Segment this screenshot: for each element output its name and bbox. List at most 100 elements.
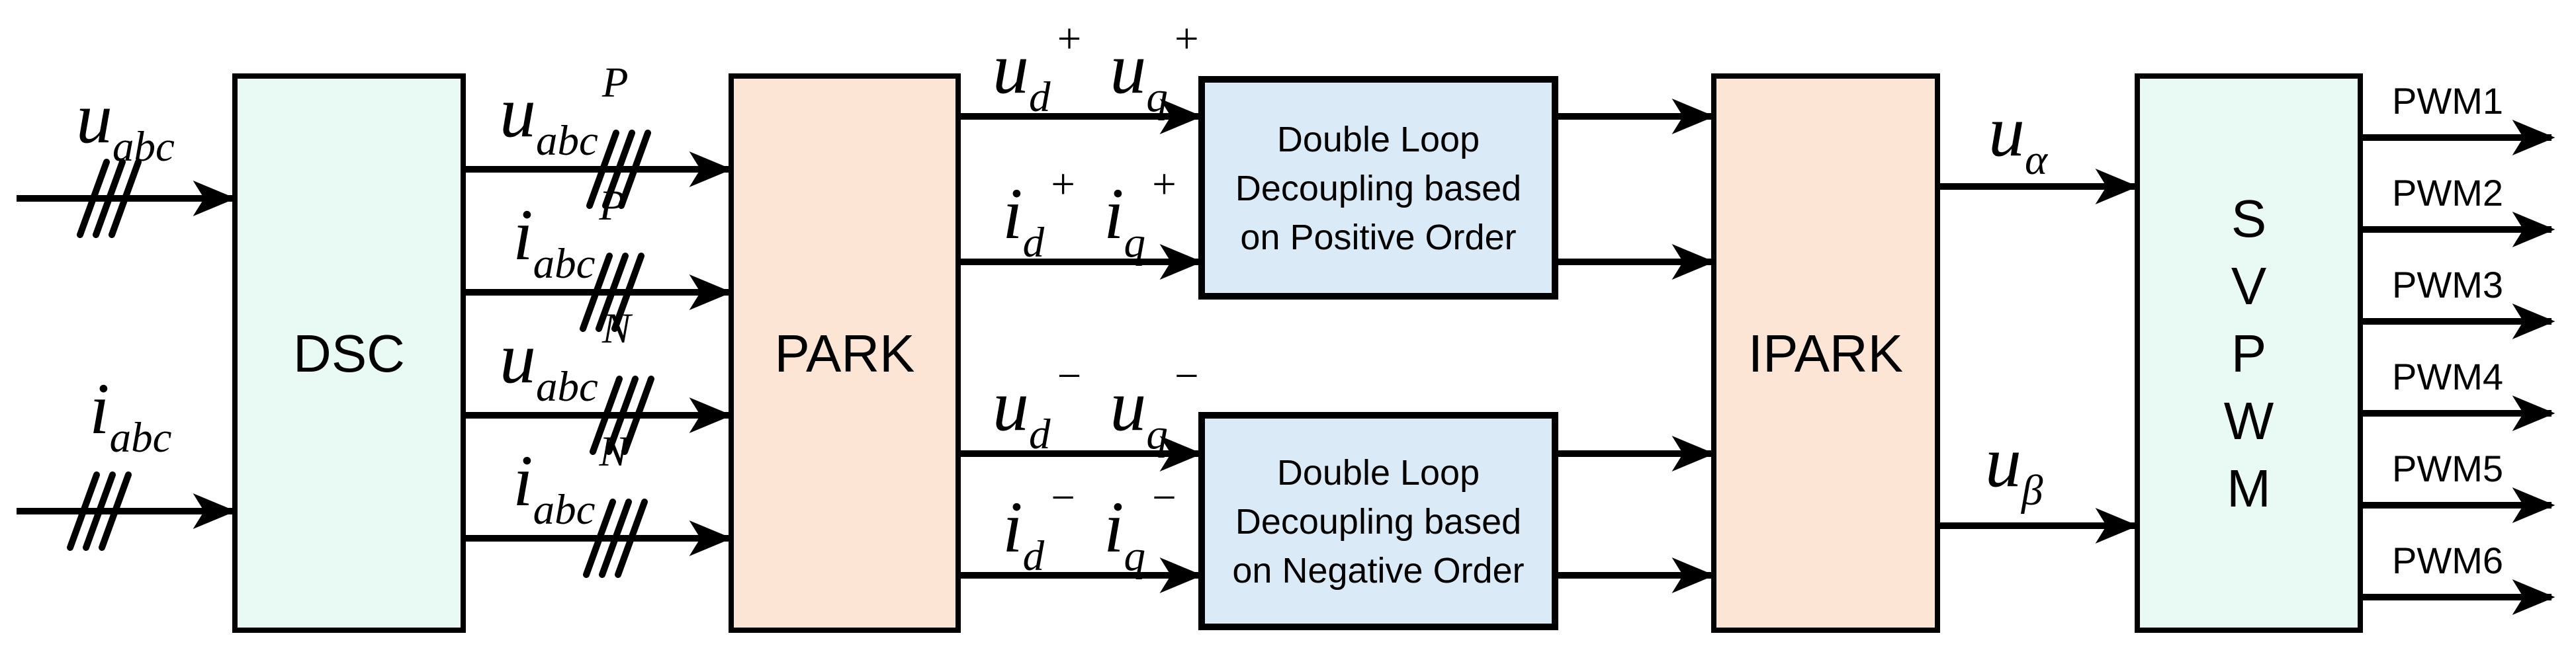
- park-output-idq-pos: id+iq+: [958, 161, 1203, 280]
- math-sub: abc: [110, 414, 172, 462]
- pos-loop-text-line: on Positive Order: [1240, 218, 1516, 257]
- signal-label-udq-pos: ud+uq+: [993, 15, 1201, 121]
- pwm-label-1: PWM1: [2392, 80, 2503, 122]
- math-base: i: [1104, 173, 1124, 254]
- signal-label-i-abc-in: iabc: [89, 368, 172, 462]
- slash-stroke: [109, 159, 142, 238]
- slash-stroke: [621, 376, 654, 455]
- pos-loop-text-line: Double Loop: [1277, 120, 1480, 159]
- math-sub: abc: [536, 363, 598, 411]
- math-sub: q: [1146, 411, 1168, 458]
- slash-stroke: [67, 471, 100, 551]
- svpwm-letter: V: [2231, 257, 2267, 315]
- signal-label-u-abc-p: uabcP: [500, 59, 629, 165]
- slash-stroke: [580, 253, 613, 332]
- dsc-label: DSC: [293, 324, 405, 383]
- math-sup: −: [1172, 352, 1201, 400]
- math-sup: N: [601, 305, 633, 352]
- pwm-output-pwm4: PWM4: [2360, 356, 2555, 431]
- park-block: PARK: [729, 73, 961, 633]
- slash-stroke: [602, 130, 635, 209]
- pwm-output-pwm6: PWM6: [2360, 540, 2555, 615]
- math-sub: q: [1124, 532, 1146, 580]
- slash-stroke: [583, 499, 616, 578]
- neg-loop-text-line: Double Loop: [1277, 453, 1480, 493]
- signal-label-udq-neg: ud−uq−: [993, 352, 1201, 458]
- svpwm-block-rect: [2135, 73, 2363, 633]
- slash-stroke: [599, 499, 632, 578]
- slash-stroke: [596, 253, 629, 332]
- slash-stroke: [586, 130, 619, 209]
- dsc-output-i-abc-p: iabcP: [463, 182, 733, 332]
- signal-label-idq-pos: id+iq+: [1002, 161, 1178, 266]
- math-base: u: [76, 77, 112, 158]
- three-phase-bus-slash-icon: [590, 376, 654, 455]
- three-phase-bus-slash-icon: [583, 499, 648, 578]
- svpwm-letter: M: [2227, 459, 2271, 518]
- park-output-idq-neg: id−iq−: [958, 474, 1203, 593]
- neg-loop-text-line: Decoupling based: [1235, 502, 1521, 542]
- dsc-block-rect: [232, 73, 466, 633]
- math-sup: −: [1048, 474, 1077, 522]
- input-signal-u-abc-in: uabc: [17, 77, 236, 238]
- dsc-output-u-abc-n: uabcN: [463, 305, 733, 455]
- park-block-rect: [729, 73, 961, 633]
- math-base: i: [513, 194, 533, 275]
- pwm-label-2: PWM2: [2392, 172, 2503, 214]
- park-label: PARK: [775, 324, 915, 383]
- signal-label-u-beta: uβ: [1985, 421, 2043, 514]
- math-sub: d: [1023, 532, 1045, 580]
- slash-stroke: [99, 471, 132, 551]
- math-base: u: [993, 365, 1029, 446]
- svpwm-letter: P: [2231, 324, 2266, 383]
- park-output-udq-neg: ud−uq−: [958, 352, 1203, 471]
- pwm-label-6: PWM6: [2392, 540, 2503, 581]
- slash-stroke: [618, 130, 651, 209]
- svpwm-letter: W: [2224, 391, 2274, 450]
- slash-stroke: [605, 376, 639, 455]
- neg-loop-text-line: on Negative Order: [1232, 551, 1524, 591]
- three-phase-bus-slash-icon: [77, 159, 142, 238]
- pwm-output-pwm2: PWM2: [2360, 172, 2555, 247]
- ipark-output-u-beta: uβ: [1937, 421, 2139, 544]
- math-base: u: [993, 28, 1029, 108]
- math-sub: abc: [533, 240, 596, 288]
- math-sup: −: [1149, 474, 1178, 522]
- park-output-udq-pos: ud+uq+: [958, 15, 1203, 134]
- math-sup: +: [1055, 15, 1084, 63]
- ipark-label: IPARK: [1748, 324, 1903, 383]
- signal-label-i-abc-n: iabcN: [513, 428, 630, 534]
- dsc-output-i-abc-n: iabcN: [463, 428, 733, 578]
- math-sub: abc: [536, 117, 598, 165]
- math-sup: −: [1055, 352, 1084, 400]
- math-sub: q: [1146, 73, 1168, 121]
- math-sup: P: [598, 182, 625, 229]
- math-base: u: [1988, 91, 2025, 171]
- slash-stroke: [615, 499, 648, 578]
- three-phase-bus-slash-icon: [580, 253, 644, 332]
- math-base: u: [500, 71, 536, 152]
- input-signal-i-abc-in: iabc: [17, 368, 236, 551]
- signal-label-idq-neg: id−iq−: [1002, 474, 1178, 580]
- math-sup: P: [601, 59, 629, 106]
- math-sup: +: [1149, 161, 1178, 208]
- slash-stroke: [83, 471, 116, 551]
- math-sup: N: [598, 428, 630, 475]
- math-base: u: [1110, 28, 1146, 108]
- three-phase-bus-slash-icon: [586, 130, 651, 209]
- math-sub: β: [2020, 467, 2043, 514]
- math-base: i: [1002, 487, 1023, 567]
- math-sub: q: [1124, 219, 1146, 266]
- slash-stroke: [77, 159, 110, 238]
- slash-stroke: [93, 159, 126, 238]
- math-base: u: [1110, 365, 1146, 446]
- math-sup: +: [1172, 15, 1201, 63]
- signal-label-u-alpha: uα: [1988, 91, 2049, 184]
- three-phase-bus-slash-icon: [67, 471, 132, 551]
- pwm-label-3: PWM3: [2392, 264, 2503, 306]
- math-sub: α: [2025, 136, 2049, 184]
- math-base: i: [1002, 173, 1023, 254]
